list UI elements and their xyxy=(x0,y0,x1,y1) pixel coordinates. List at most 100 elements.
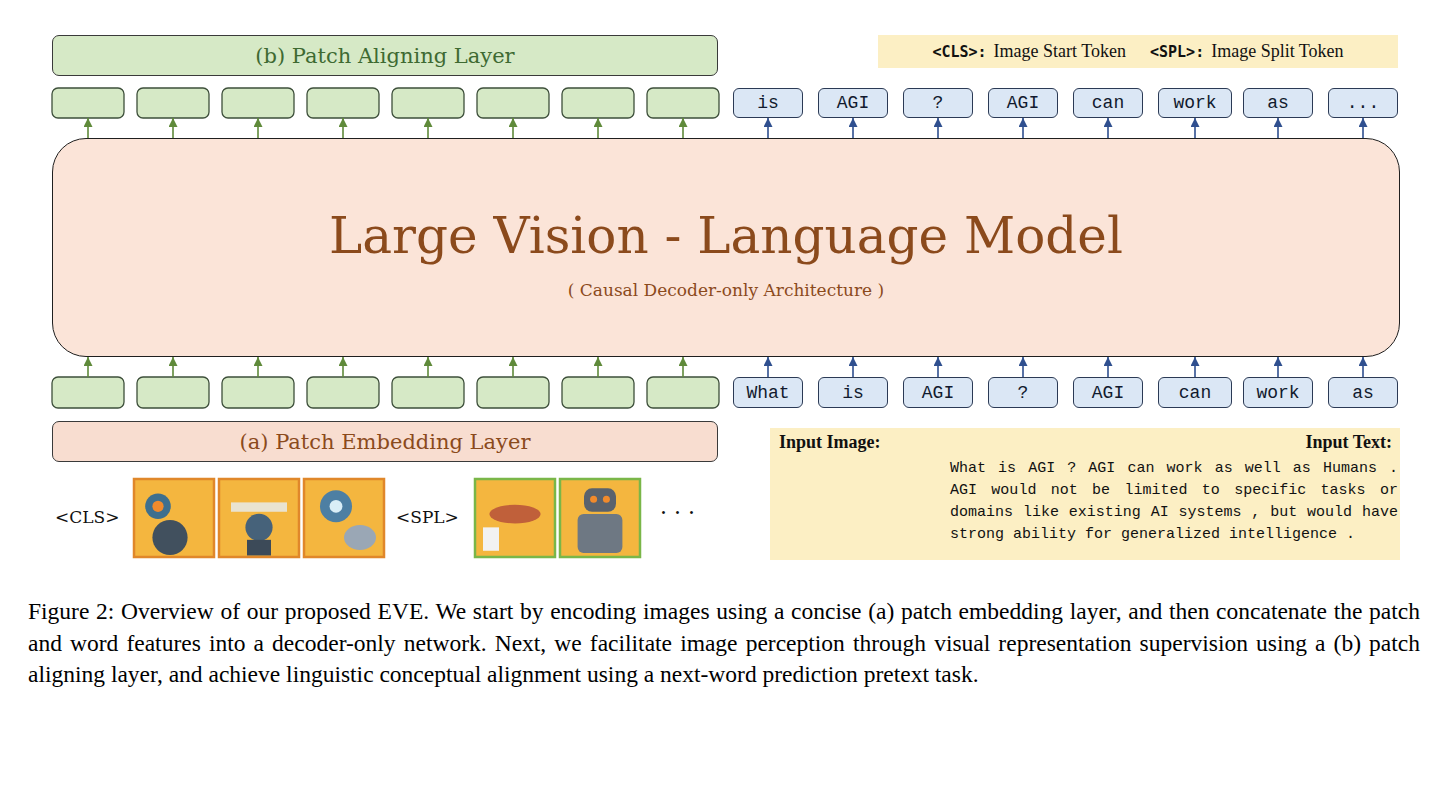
image-shape xyxy=(344,525,376,550)
patch-box xyxy=(307,377,379,408)
image-shape xyxy=(152,501,163,512)
layer-box: (a) Patch Embedding Layer xyxy=(52,421,718,462)
node-text: Large Vision - Language Model xyxy=(329,209,1123,264)
token-arrow xyxy=(767,118,769,138)
input-box: Input Image:Input Text:What is AGI ? AGI… xyxy=(770,428,1400,560)
token-text: What xyxy=(746,383,789,403)
node-text: Image Split Token xyxy=(1211,41,1343,62)
token-box: as xyxy=(1243,88,1313,118)
image-shape xyxy=(603,496,610,503)
image-ground xyxy=(304,479,384,557)
token-arrow xyxy=(852,357,854,377)
token-box: can xyxy=(1073,88,1143,118)
image-shape xyxy=(231,502,287,511)
token-arrow xyxy=(1362,357,1364,377)
node-text: <CLS>: xyxy=(932,43,986,61)
patch-arrow xyxy=(257,118,259,138)
token-box: What xyxy=(733,377,803,408)
image-patch xyxy=(560,479,640,557)
node-text: Input Image: xyxy=(779,432,881,453)
patch-box xyxy=(392,377,464,408)
token-arrow xyxy=(1277,357,1279,377)
patch-arrow xyxy=(512,357,514,377)
node-text: Input Text: xyxy=(1305,432,1392,453)
token-text: AGI xyxy=(1092,383,1124,403)
token-box: can xyxy=(1158,377,1232,408)
image-ground xyxy=(560,479,640,557)
image-shape xyxy=(483,527,499,550)
patch-arrow xyxy=(427,118,429,138)
figure-caption: Figure 2: Overview of our proposed EVE. … xyxy=(28,596,1420,691)
image-patch xyxy=(304,479,384,557)
token-box: is xyxy=(818,377,888,408)
token-arrow xyxy=(937,357,939,377)
token-box: ... xyxy=(1328,88,1398,118)
token-arrow xyxy=(1362,118,1364,138)
patch-arrow xyxy=(342,357,344,377)
image-ground xyxy=(134,479,214,557)
patch-arrow xyxy=(87,118,89,138)
token-text: AGI xyxy=(922,383,954,403)
token-text: ? xyxy=(1018,383,1029,403)
image-patch xyxy=(219,479,299,557)
patch-arrow xyxy=(597,118,599,138)
model-box: Large Vision - Language Model ( Causal De… xyxy=(52,138,1400,357)
token-box: ? xyxy=(988,377,1058,408)
token-box: work xyxy=(1243,377,1313,408)
token-text: ? xyxy=(933,93,944,113)
image-ground xyxy=(475,479,555,557)
token-arrow xyxy=(1107,357,1109,377)
patch-box xyxy=(562,377,634,408)
patch-box xyxy=(562,88,634,118)
patch-arrow xyxy=(682,118,684,138)
node-text: Image Start Token xyxy=(994,41,1126,62)
patch-box xyxy=(222,377,294,408)
image-patch xyxy=(475,479,555,557)
node-text: (a) Patch Embedding Layer xyxy=(240,430,531,454)
image-shape xyxy=(145,494,171,520)
patch-arrow xyxy=(257,357,259,377)
token-arrow xyxy=(1022,118,1024,138)
patch-box xyxy=(477,88,549,118)
image-shape xyxy=(247,540,271,556)
image-shape xyxy=(584,488,616,511)
token-box: AGI xyxy=(818,88,888,118)
patch-box xyxy=(137,88,209,118)
image-shape xyxy=(245,514,272,541)
token-box: work xyxy=(1158,88,1232,118)
patch-box xyxy=(647,377,719,408)
token-arrow xyxy=(1022,357,1024,377)
token-text: work xyxy=(1256,383,1299,403)
patch-arrow xyxy=(682,357,684,377)
token-text: AGI xyxy=(837,93,869,113)
image-patch xyxy=(134,479,214,557)
note-box: <CLS>:Image Start Token<SPL>:Image Split… xyxy=(878,35,1398,68)
patch-arrow xyxy=(87,357,89,377)
token-text: is xyxy=(842,383,864,403)
token-label: <CLS> xyxy=(55,507,119,527)
token-arrow xyxy=(1194,357,1196,377)
patch-arrow xyxy=(427,357,429,377)
patch-box xyxy=(52,377,124,408)
token-text: as xyxy=(1352,383,1374,403)
token-box: AGI xyxy=(1073,377,1143,408)
patch-arrow xyxy=(172,118,174,138)
token-text: as xyxy=(1267,93,1289,113)
patch-arrow xyxy=(342,118,344,138)
image-shape xyxy=(489,505,540,524)
token-arrow xyxy=(1194,118,1196,138)
patch-box xyxy=(137,377,209,408)
image-shape xyxy=(152,520,187,555)
node-text: ( Causal Decoder-only Architecture ) xyxy=(568,280,884,300)
image-shape xyxy=(330,500,343,513)
token-text: ... xyxy=(1347,93,1379,113)
token-box: AGI xyxy=(903,377,973,408)
image-ground xyxy=(219,479,299,557)
token-text: is xyxy=(757,93,779,113)
patch-box xyxy=(477,377,549,408)
image-shape xyxy=(320,490,352,522)
token-arrow xyxy=(767,357,769,377)
token-text: can xyxy=(1179,383,1211,403)
patch-arrow xyxy=(512,118,514,138)
